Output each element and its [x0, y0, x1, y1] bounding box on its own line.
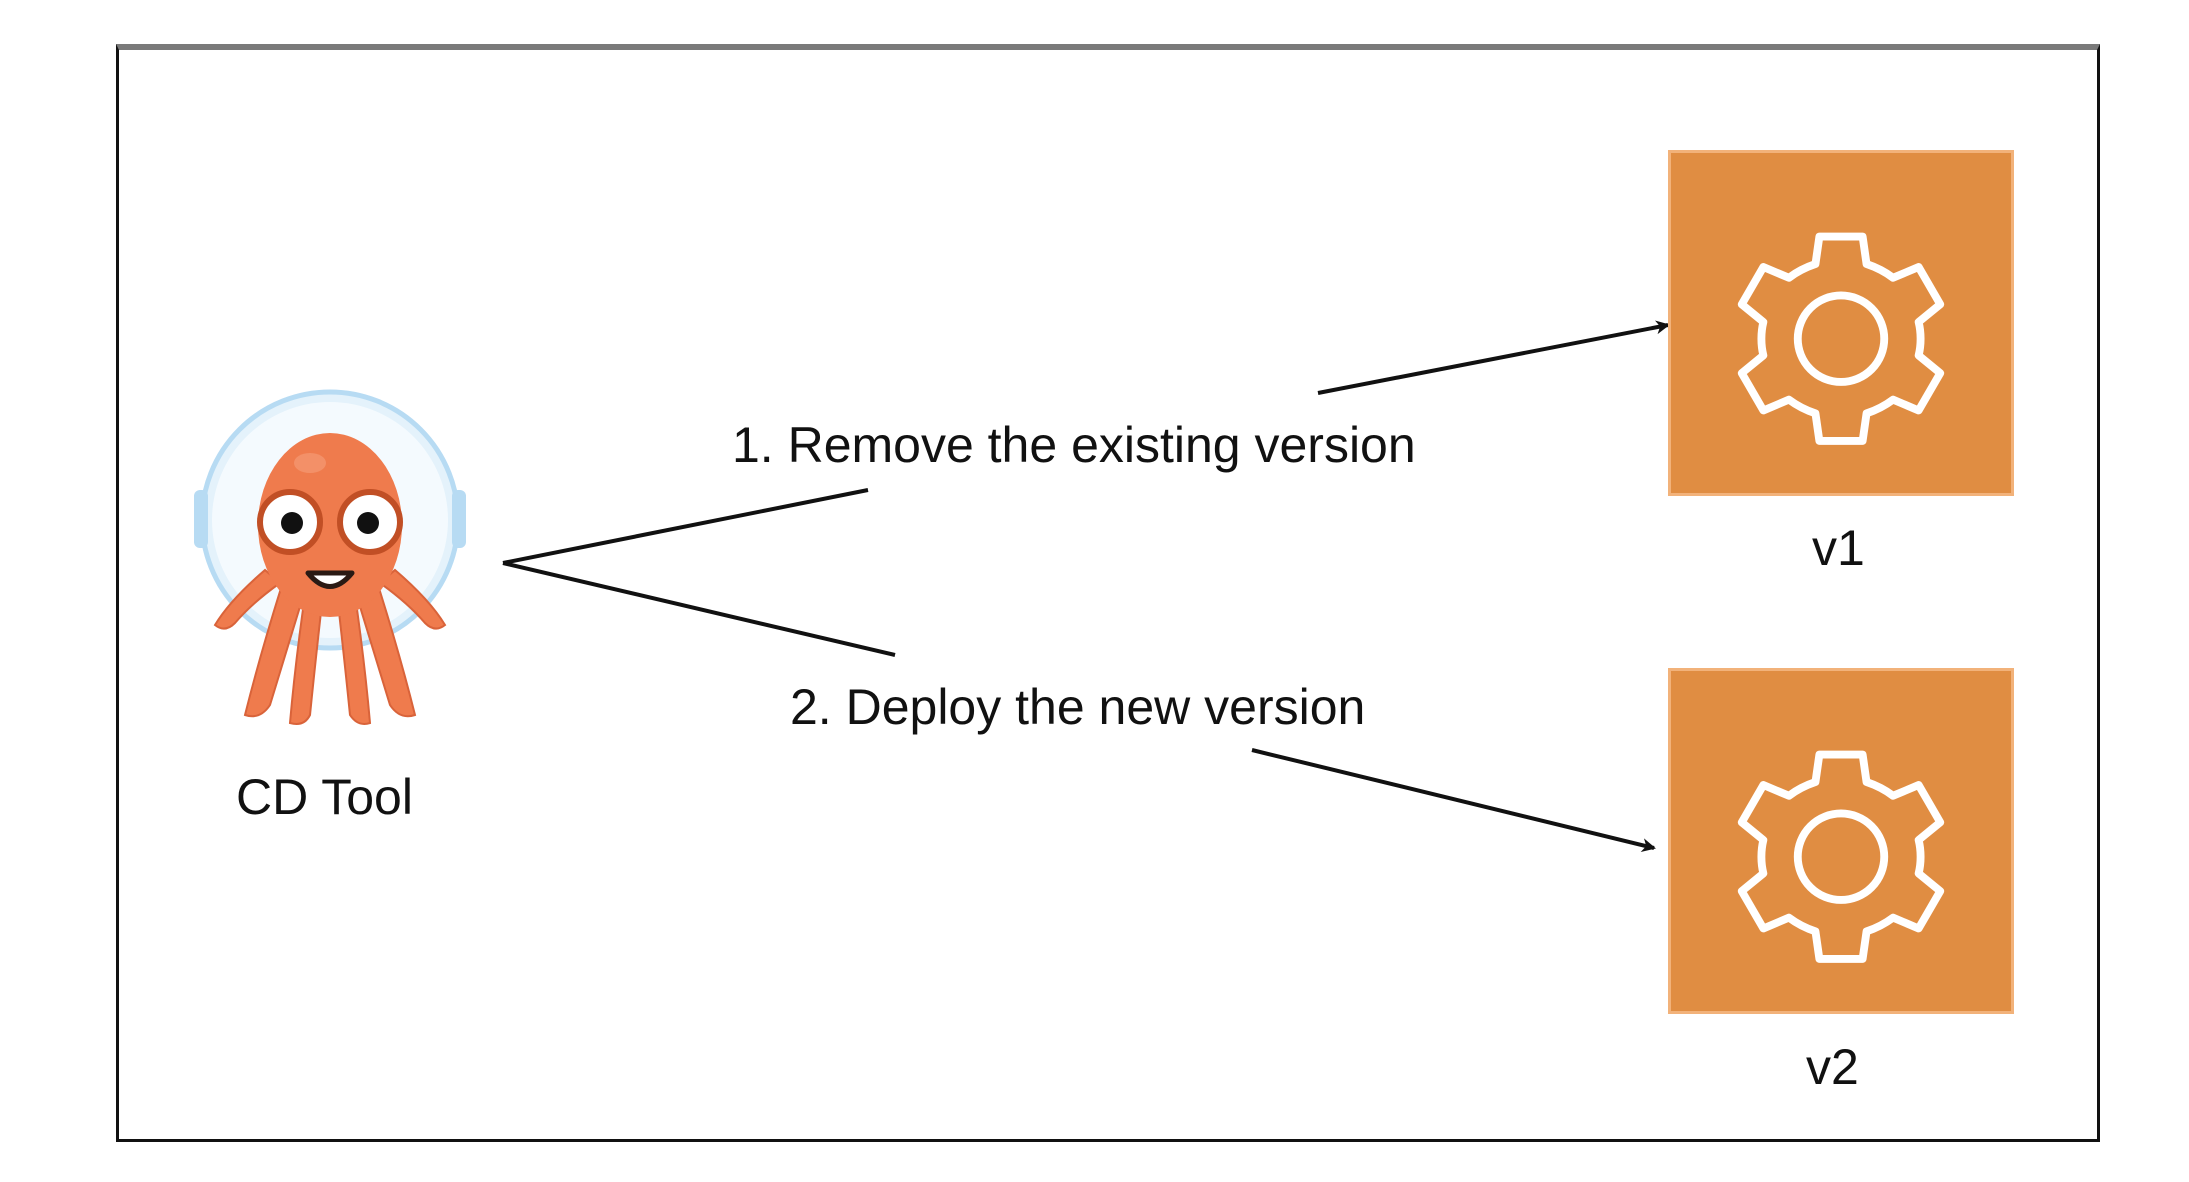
- service-v2-box: [1668, 668, 2014, 1014]
- arrow-deploy-segment-end: [1251, 748, 1656, 852]
- step-deploy-label: 2. Deploy the new version: [782, 682, 1374, 732]
- gear-icon: [1737, 750, 1945, 963]
- argo-octopus-mascot-icon: [194, 389, 466, 725]
- gear-icon: [1737, 232, 1945, 445]
- service-v1-box: [1668, 150, 2014, 496]
- step-remove-label: 1. Remove the existing version: [724, 420, 1424, 470]
- service-v2-label: v2: [1806, 1039, 1859, 1095]
- arrow-remove-segment-start: [502, 488, 869, 565]
- service-v1-label: v1: [1812, 520, 1865, 576]
- source-label: CD Tool: [236, 769, 413, 825]
- arrow-deploy-segment-start: [502, 561, 896, 657]
- arrow-remove-segment-end: [1317, 320, 1670, 395]
